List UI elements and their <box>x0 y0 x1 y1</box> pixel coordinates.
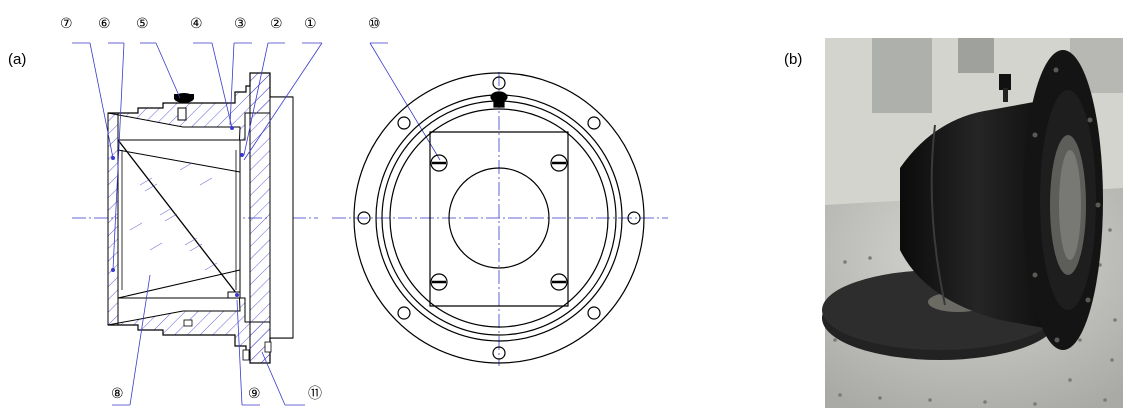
prism-upper-face <box>117 149 241 173</box>
flange-bore <box>269 96 294 339</box>
callout-3: ③ <box>234 16 247 32</box>
callout-9: ⑨ <box>248 386 261 402</box>
leader-lines <box>72 42 441 406</box>
prism-diagonal <box>117 139 241 299</box>
set-screw-9 <box>227 291 241 299</box>
callout-5: ⑤ <box>136 16 149 32</box>
callout-6: ⑥ <box>98 16 111 32</box>
table-holes <box>830 228 1117 406</box>
section-view <box>72 72 318 364</box>
mounting-plate <box>429 131 569 307</box>
front-cap <box>107 112 119 326</box>
flange-holes <box>357 76 641 360</box>
callout-7: ⑦ <box>60 16 73 32</box>
callout-8: ⑧ <box>111 386 124 402</box>
callout-10: ⑩ <box>368 16 381 32</box>
plate-screws <box>430 154 568 291</box>
aperture <box>448 167 550 269</box>
inner-ring <box>389 108 609 328</box>
rear-flange <box>249 72 271 364</box>
callout-2: ② <box>270 16 283 32</box>
callout-1: ① <box>304 16 317 32</box>
front-view <box>332 72 668 366</box>
photo <box>822 38 1123 408</box>
callout-4: ④ <box>190 16 203 32</box>
front-thumb-screw <box>490 91 508 108</box>
callout-11: ⑪ <box>308 386 322 402</box>
glass-hatching <box>129 162 218 271</box>
panel-a-label: (a) <box>8 51 27 68</box>
prism-lower-face <box>117 269 241 299</box>
panel-b-label: (b) <box>784 51 803 68</box>
flange-outer <box>353 72 645 364</box>
